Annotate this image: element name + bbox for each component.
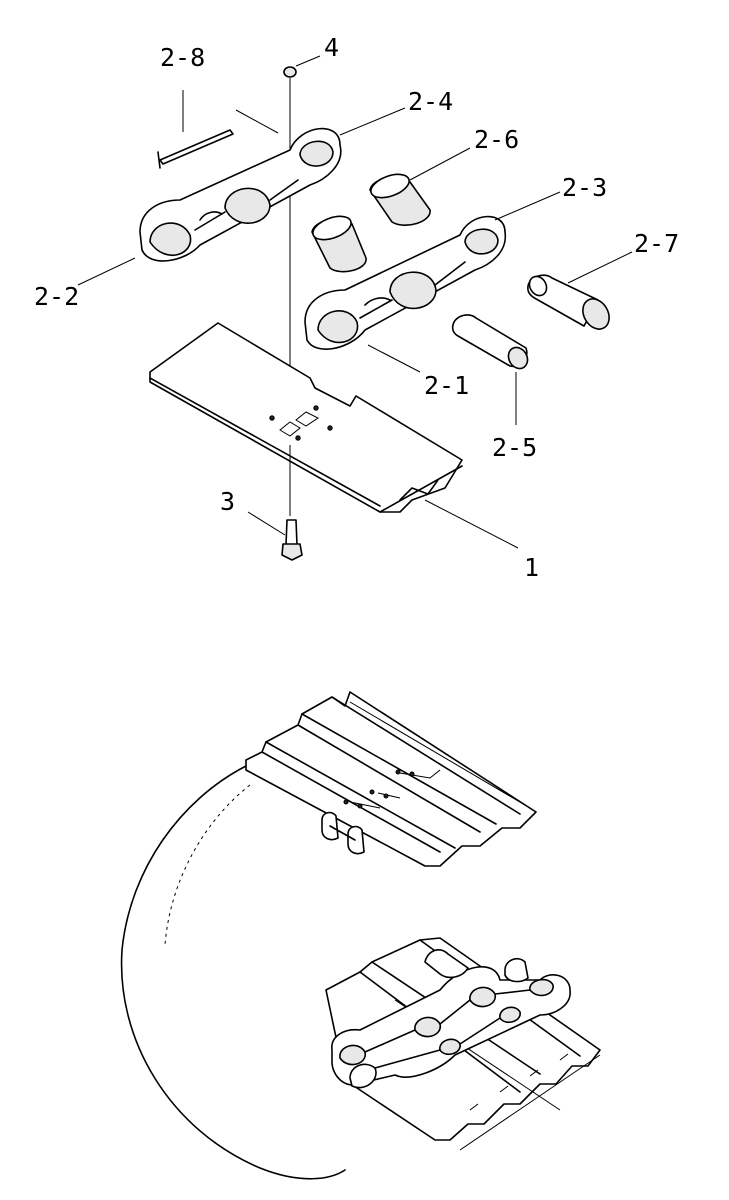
part-2-2-link-left [139,109,342,262]
track-loop-outline [120,765,346,1180]
part-1-track-shoe [149,322,463,516]
bushing-lower [311,215,367,273]
assembled-chain-links [331,949,571,1089]
part-3-bolt [281,519,303,561]
leader-lines [77,55,633,549]
label-2-3: 2-3 [562,173,607,202]
label-2-6: 2-6 [474,125,519,154]
part-labels: 2-8 4 2-4 2-6 2-3 2-7 2-2 2-1 2-5 3 1 [34,33,679,582]
label-2-4: 2-4 [408,87,453,116]
label-2-8: 2-8 [160,43,205,72]
exploded-view: 2-8 4 2-4 2-6 2-3 2-7 2-2 2-1 2-5 3 1 [34,33,679,582]
top-track-shoes [245,691,537,867]
part-2-5-pin [451,314,529,425]
label-4: 4 [324,33,339,62]
label-2-5: 2-5 [492,433,537,462]
label-1: 1 [524,553,539,582]
part-2-8-pin [157,90,234,169]
part-2-7-master-pin [527,274,610,330]
assembled-track-view [120,691,601,1180]
label-2-7: 2-7 [634,229,679,258]
label-2-2: 2-2 [34,282,79,311]
part-2-3-link-right [304,215,506,350]
label-3: 3 [220,487,235,516]
part-2-6-bushing [369,173,431,226]
part-4-nut [283,66,297,401]
label-2-1: 2-1 [424,371,469,400]
